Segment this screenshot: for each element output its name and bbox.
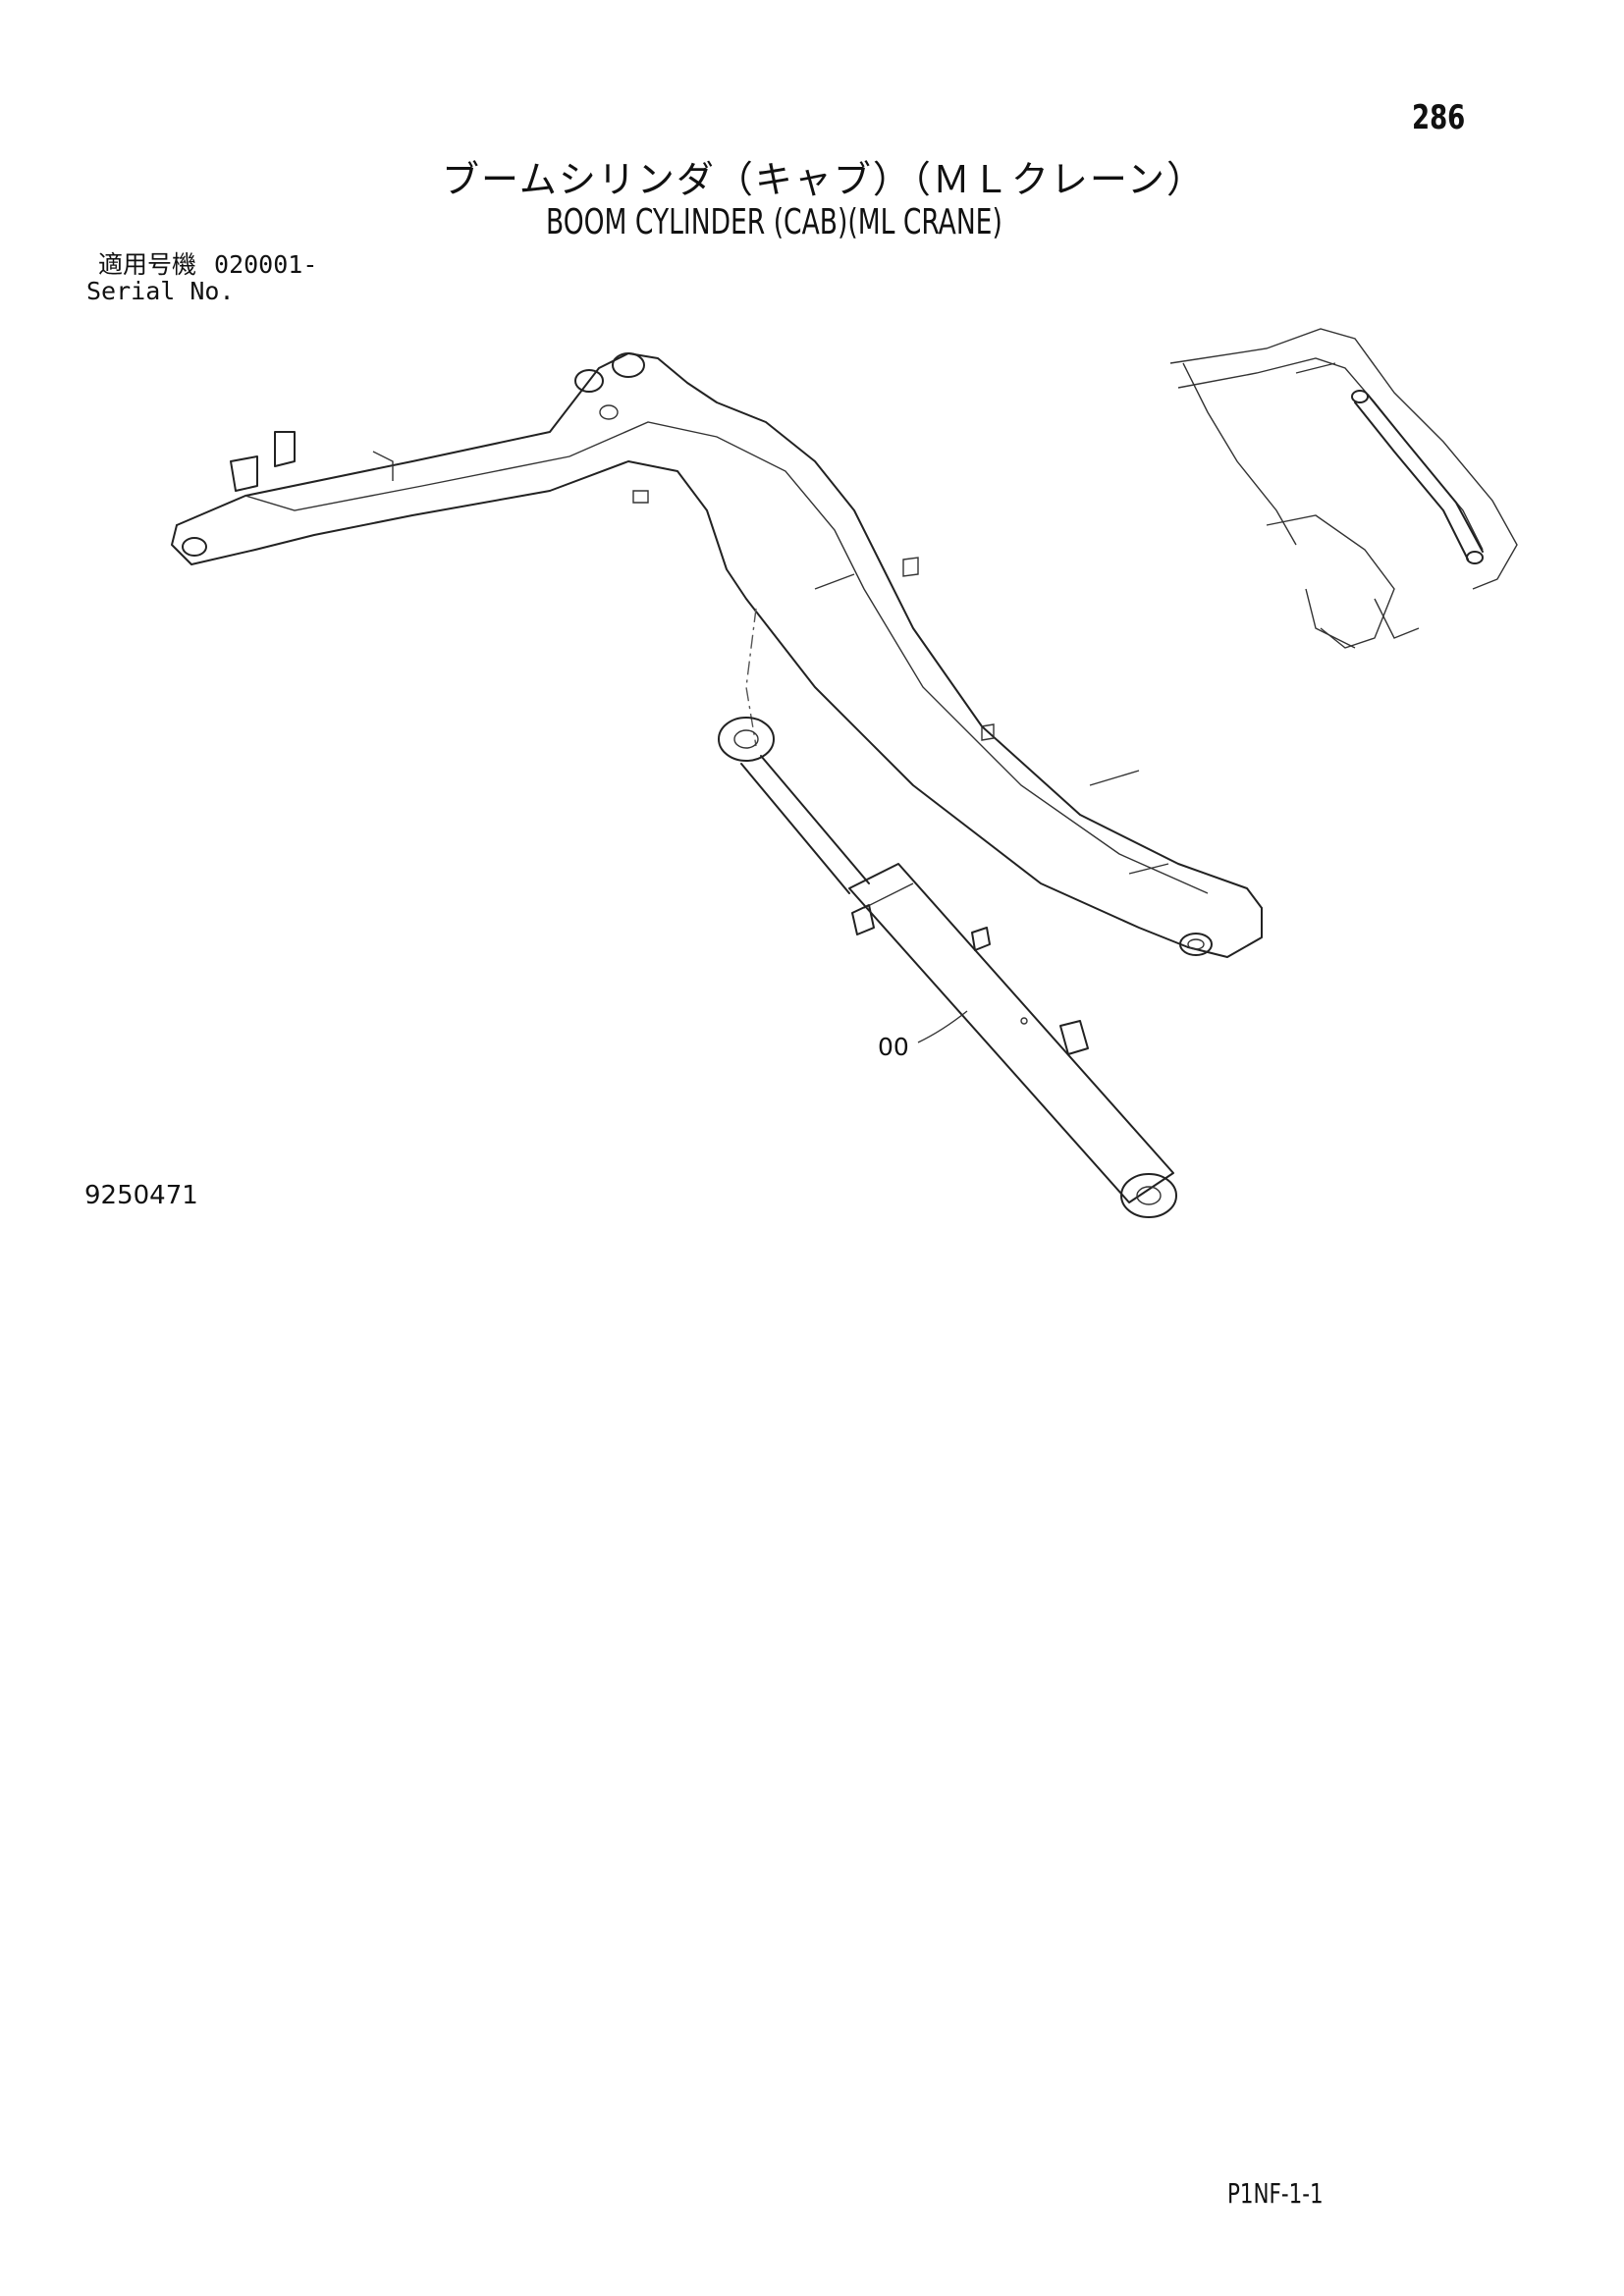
- serial-number-block: 適用号機 020001- Serial No.: [86, 251, 317, 304]
- title-english: BOOM CYLINDER (CAB)(ML CRANE): [546, 202, 1002, 242]
- serial-label-english: Serial No.: [86, 277, 235, 305]
- serial-label-japanese: 適用号機: [98, 250, 197, 279]
- boom-arm-drawing: [171, 352, 1263, 958]
- boom-cylinder-drawing: [718, 717, 1177, 1218]
- serial-value: 020001-: [214, 250, 318, 279]
- drawing-number: 9250471: [84, 1181, 198, 1210]
- page-number: 286: [1412, 98, 1466, 137]
- part-callout-label: 00: [878, 1033, 909, 1061]
- title-japanese: ブームシリンダ（キャブ）（ＭＬクレーン）: [442, 158, 1206, 201]
- footer-code: P1NF-1-1: [1227, 2177, 1324, 2210]
- overview-excavator-drawing: [1169, 328, 1518, 649]
